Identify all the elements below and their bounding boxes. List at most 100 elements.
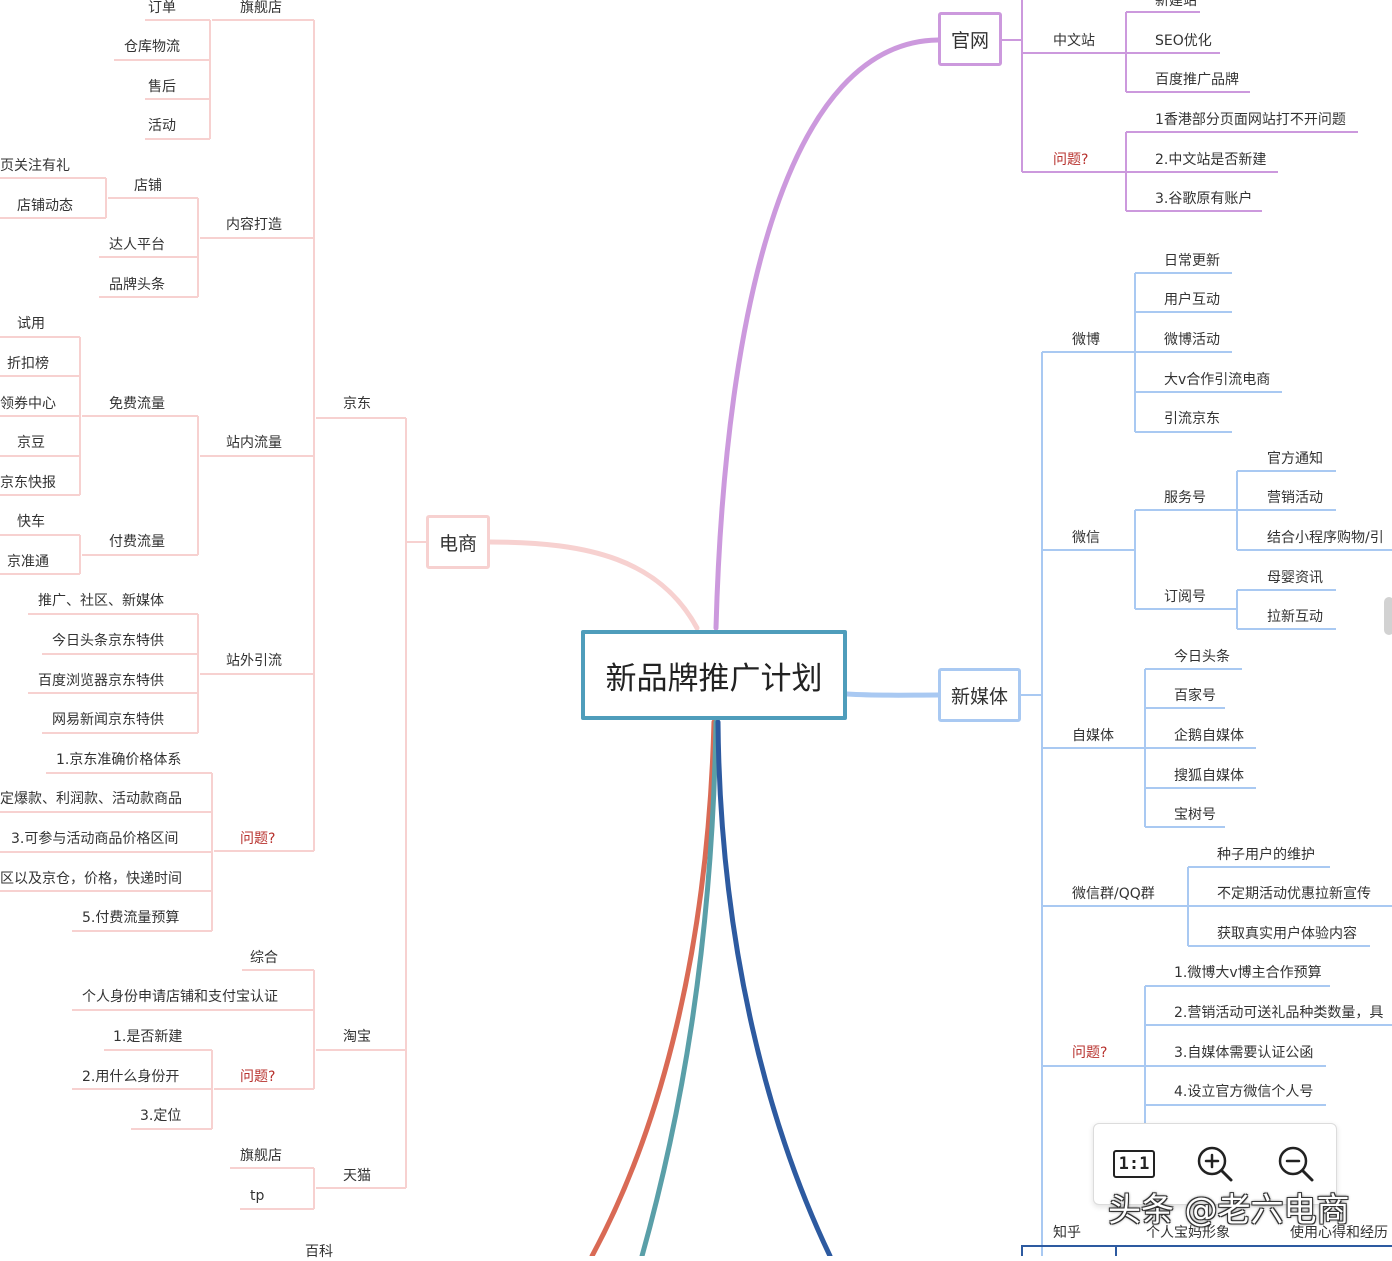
node-after-sales[interactable]: 售后	[148, 79, 176, 95]
node-new-site[interactable]: 新建站	[1155, 0, 1197, 9]
node-xm-q1[interactable]: 1.微博大v博主合作预算	[1174, 965, 1322, 981]
node-personal-id-certification[interactable]: 个人身份申请店铺和支付宝认证	[82, 989, 278, 1005]
node-daily-update[interactable]: 日常更新	[1164, 253, 1220, 269]
node-tb-q1[interactable]: 1.是否新建	[113, 1029, 183, 1045]
node-offsite-traffic[interactable]: 站外引流	[226, 653, 282, 669]
node-jd[interactable]: 京东	[343, 396, 371, 412]
curve-to-dianshang	[487, 539, 700, 631]
node-xm-q3[interactable]: 3.自媒体需要认证公函	[1174, 1045, 1314, 1061]
node-coupon-center[interactable]: 领券中心	[0, 396, 56, 412]
node-wechat-qq-groups[interactable]: 微信群/QQ群	[1072, 886, 1155, 902]
node-self-media[interactable]: 自媒体	[1072, 728, 1114, 744]
actual-size-button[interactable]: 1:1	[1112, 1142, 1156, 1186]
node-media-questions[interactable]: 问题?	[1072, 1045, 1108, 1061]
node-traffic-to-jd[interactable]: 引流京东	[1164, 411, 1220, 427]
curve-navy	[715, 719, 833, 1256]
node-official-notice[interactable]: 官方通知	[1267, 451, 1323, 467]
node-taobao[interactable]: 淘宝	[343, 1029, 371, 1045]
node-baijiahao[interactable]: 百家号	[1174, 688, 1216, 704]
node-onsite-traffic[interactable]: 站内流量	[226, 435, 282, 451]
node-jingdou[interactable]: 京豆	[17, 435, 45, 451]
node-seo[interactable]: SEO优化	[1155, 33, 1212, 49]
node-jd-q2[interactable]: 定爆款、利润款、活动款商品	[0, 791, 182, 807]
node-baidu-brand-promo[interactable]: 百度推广品牌	[1155, 72, 1239, 88]
root-topic[interactable]: 新品牌推广计划	[581, 630, 847, 720]
side-scroll-handle[interactable]	[1384, 597, 1392, 635]
node-discount-list[interactable]: 折扣榜	[7, 356, 49, 372]
node-content-building[interactable]: 内容打造	[226, 217, 282, 233]
node-gw-q3[interactable]: 3.谷歌原有账户	[1155, 191, 1253, 207]
node-wechat[interactable]: 微信	[1072, 530, 1100, 546]
node-seed-users[interactable]: 种子用户的维护	[1217, 847, 1315, 863]
node-site-questions[interactable]: 问题?	[1053, 152, 1089, 168]
node-experience-sharing[interactable]: 使用心得和经历	[1290, 1225, 1388, 1241]
node-chinese-site[interactable]: 中文站	[1053, 33, 1095, 49]
node-jd-q4[interactable]: 区以及京仓，价格，快递时间	[0, 871, 182, 887]
node-marketing-activity[interactable]: 营销活动	[1267, 490, 1323, 506]
node-mom-persona[interactable]: 个人宝妈形象	[1146, 1225, 1230, 1241]
node-shop[interactable]: 店铺	[134, 178, 162, 194]
node-jd-q1[interactable]: 1.京东准确价格体系	[56, 752, 182, 768]
node-tmall-flagship[interactable]: 旗舰店	[240, 1148, 282, 1164]
node-tmall-tp[interactable]: tp	[250, 1188, 265, 1204]
branch-official-site[interactable]: 官网	[938, 12, 1002, 66]
node-free-traffic[interactable]: 免费流量	[109, 396, 165, 412]
node-baoshu[interactable]: 宝树号	[1174, 807, 1216, 823]
node-service-account[interactable]: 服务号	[1164, 490, 1206, 506]
curve-red	[589, 719, 717, 1256]
node-netease-news-jd[interactable]: 网易新闻京东特供	[52, 712, 164, 728]
node-big-v-cooperation[interactable]: 大v合作引流电商	[1164, 372, 1271, 388]
node-trial[interactable]: 试用	[17, 316, 45, 332]
node-xm-q4[interactable]: 4.设立官方微信个人号	[1174, 1084, 1314, 1100]
node-xm-q2[interactable]: 2.营销活动可送礼品种类数量，具	[1174, 1005, 1384, 1021]
zoom-out-button[interactable]	[1274, 1142, 1318, 1186]
node-mini-program-shopping[interactable]: 结合小程序购物/引	[1267, 530, 1384, 546]
zoom-in-button[interactable]	[1193, 1142, 1237, 1186]
node-weibo[interactable]: 微博	[1072, 332, 1100, 348]
node-maternity-info[interactable]: 母婴资讯	[1267, 570, 1323, 586]
zoom-toolbar: 1:1	[1093, 1123, 1337, 1205]
curve-to-guanwang	[713, 37, 941, 631]
node-promo-community-media[interactable]: 推广、社区、新媒体	[38, 593, 164, 609]
branch-new-media[interactable]: 新媒体	[938, 668, 1021, 722]
node-flagship-store[interactable]: 旗舰店	[240, 0, 282, 16]
node-weibo-activity[interactable]: 微博活动	[1164, 332, 1220, 348]
node-tb-q3[interactable]: 3.定位	[140, 1108, 182, 1124]
node-general[interactable]: 综合	[250, 950, 278, 966]
node-tmall[interactable]: 天猫	[343, 1168, 371, 1184]
node-sohu-media[interactable]: 搜狐自媒体	[1174, 768, 1244, 784]
node-jd-express-news[interactable]: 京东快报	[0, 475, 56, 491]
node-jd-questions[interactable]: 问题?	[240, 831, 276, 847]
branch-ecommerce[interactable]: 电商	[426, 515, 490, 569]
node-jingzhuntong[interactable]: 京准通	[7, 554, 49, 570]
zoom-in-icon	[1197, 1146, 1233, 1182]
node-subscription-account[interactable]: 订阅号	[1164, 589, 1206, 605]
node-baike[interactable]: 百科	[305, 1244, 333, 1260]
zoom-out-icon	[1278, 1146, 1314, 1182]
node-brand-headline[interactable]: 品牌头条	[109, 277, 165, 293]
node-taobao-questions[interactable]: 问题?	[240, 1069, 276, 1085]
node-tb-q2[interactable]: 2.用什么身份开	[82, 1069, 180, 1085]
node-influencer-platform[interactable]: 达人平台	[109, 237, 165, 253]
node-acquisition-interaction[interactable]: 拉新互动	[1267, 609, 1323, 625]
node-toutiao[interactable]: 今日头条	[1174, 649, 1230, 665]
node-user-interaction[interactable]: 用户互动	[1164, 292, 1220, 308]
node-irregular-promo[interactable]: 不定期活动优惠拉新宣传	[1217, 886, 1371, 902]
node-real-user-content[interactable]: 获取真实用户体验内容	[1217, 926, 1357, 942]
node-kuaiche[interactable]: 快车	[17, 514, 45, 530]
node-zhihu[interactable]: 知乎	[1053, 1225, 1081, 1241]
curve-to-xinmeiti	[844, 691, 941, 698]
node-gw-q2[interactable]: 2.中文站是否新建	[1155, 152, 1267, 168]
node-toutiao-jd[interactable]: 今日头条京东特供	[52, 633, 164, 649]
node-warehouse-logistics[interactable]: 仓库物流	[124, 39, 180, 55]
node-jd-q3[interactable]: 3.可参与活动商品价格区间	[11, 831, 179, 847]
node-paid-traffic[interactable]: 付费流量	[109, 534, 165, 550]
node-baidu-browser-jd[interactable]: 百度浏览器京东特供	[38, 673, 164, 689]
node-activity[interactable]: 活动	[148, 118, 176, 134]
node-shop-news[interactable]: 店铺动态	[17, 198, 73, 214]
node-shop-follow-gift[interactable]: 页关注有礼	[0, 158, 70, 174]
node-penguin-media[interactable]: 企鹅自媒体	[1174, 728, 1244, 744]
node-jd-q5[interactable]: 5.付费流量预算	[82, 910, 180, 926]
node-gw-q1[interactable]: 1香港部分页面网站打不开问题	[1155, 112, 1346, 128]
node-orders[interactable]: 订单	[148, 0, 176, 16]
